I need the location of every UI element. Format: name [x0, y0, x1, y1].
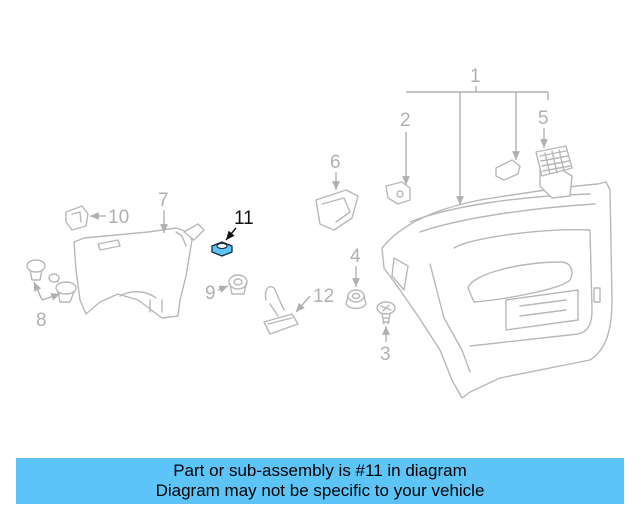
- retainer-clip-2: [385, 181, 411, 205]
- nut-11-highlighted: [211, 241, 233, 257]
- callout-8: 8: [36, 310, 47, 331]
- trim-cover-6: [315, 189, 359, 231]
- clip-10: [65, 205, 89, 231]
- callout-3: 3: [380, 344, 391, 365]
- callout-12: 12: [313, 286, 334, 307]
- callout-7: 7: [158, 190, 169, 211]
- interior-lamp: [535, 145, 573, 177]
- leader-lines: [33, 86, 549, 342]
- callout-11: 11: [234, 208, 254, 229]
- push-pins-8: [26, 259, 77, 303]
- callout-9: 9: [205, 283, 216, 304]
- lower-quarter-trim: [73, 223, 205, 319]
- quarter-trim-panel: [381, 165, 613, 399]
- callout-5: 5: [538, 108, 549, 129]
- part-info-banner: Part or sub-assembly is #11 in diagram D…: [16, 458, 624, 504]
- callout-labels: 1 2 3 4 5 6 7 8 9 10 11 12: [36, 66, 549, 365]
- callout-4: 4: [350, 246, 361, 267]
- handle-bracket-12: [263, 286, 299, 335]
- grommet-4: [345, 289, 367, 310]
- grommet-9: [228, 274, 248, 295]
- callout-10: 10: [108, 207, 129, 228]
- callout-6: 6: [330, 152, 341, 173]
- banner-line-1: Part or sub-assembly is #11 in diagram: [173, 461, 467, 480]
- callout-2: 2: [400, 110, 411, 131]
- callout-1: 1: [470, 66, 481, 87]
- banner-line-2: Diagram may not be specific to your vehi…: [155, 481, 485, 500]
- bracket-clip: [495, 159, 521, 181]
- screw-3: [376, 301, 396, 325]
